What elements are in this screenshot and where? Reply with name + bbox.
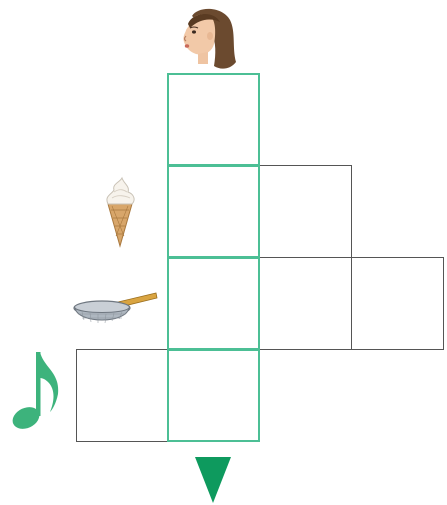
grid-cell[interactable] <box>259 165 352 258</box>
grid-cell[interactable] <box>167 165 260 258</box>
girl-face-icon <box>170 4 240 72</box>
grid-cell[interactable] <box>76 349 168 442</box>
ice-cream-cone-icon <box>102 176 138 248</box>
music-note-icon <box>10 350 62 434</box>
clue-music-note <box>10 350 62 434</box>
clue-ice-cream <box>102 176 138 248</box>
grid-cell[interactable] <box>351 257 444 350</box>
down-triangle-icon <box>193 457 233 505</box>
clue-girl-face <box>170 4 240 72</box>
grid-cell[interactable] <box>167 73 260 166</box>
clue-sieve <box>72 288 160 332</box>
sieve-strainer-icon <box>72 288 160 332</box>
grid-cell[interactable] <box>167 257 260 350</box>
grid-cell[interactable] <box>259 257 352 350</box>
grid-cell[interactable] <box>167 349 260 442</box>
